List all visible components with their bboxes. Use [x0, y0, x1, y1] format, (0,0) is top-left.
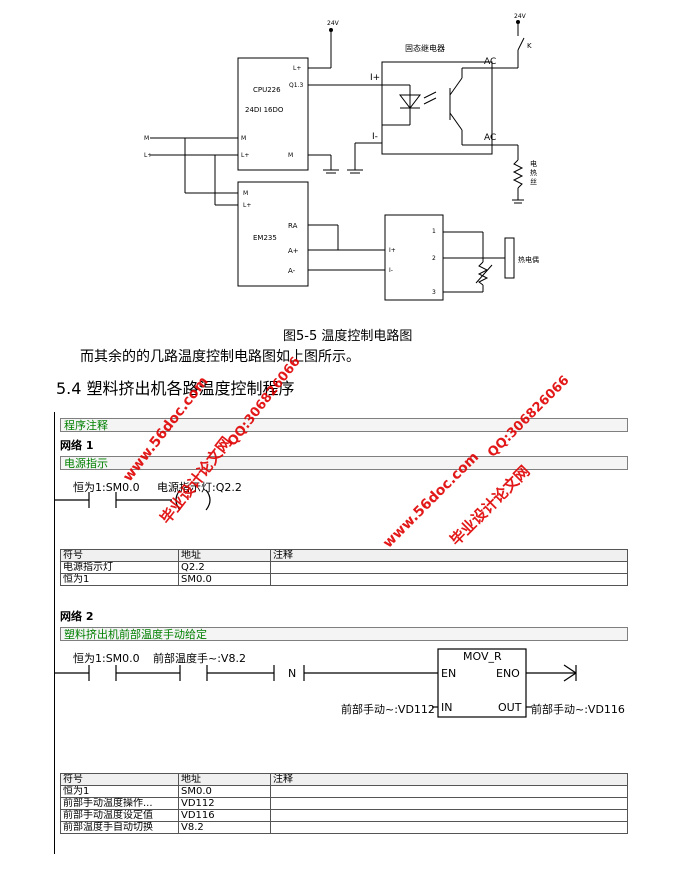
em-aplus: A+: [288, 247, 299, 255]
n1-header-symbol: 符号: [60, 549, 179, 562]
em-m: M: [243, 190, 248, 197]
table-row[interactable]: 恒为1 SM0.0: [60, 573, 628, 586]
figure-caption: 图5-5 温度控制电路图: [283, 329, 413, 344]
network2-n-label: N: [288, 667, 297, 680]
wire-m-label: M: [144, 135, 149, 142]
movr-block-name[interactable]: MOV_R: [463, 650, 502, 663]
n2-r0-comment: [270, 785, 628, 798]
n1-r0-address: Q2.2: [178, 561, 271, 574]
n2-header-address: 地址: [178, 773, 271, 786]
ssr-iminus: I-: [372, 132, 378, 142]
v24-left-label: 24V: [327, 20, 340, 27]
network2-comment[interactable]: 塑料挤出机前部温度手动给定: [60, 627, 628, 641]
n1-r1-address: SM0.0: [178, 573, 271, 586]
thermocouple-label: 热电偶: [518, 255, 539, 264]
n2-r3-address: V8.2: [178, 821, 271, 834]
em-lplus: L+: [243, 202, 251, 209]
table-row[interactable]: 前部温度手自动切换 V8.2: [60, 821, 628, 834]
n2-r0-symbol: 恒为1: [60, 785, 179, 798]
watermark-5: QQ:306826066: [485, 373, 573, 461]
cpu-q13: Q1.3: [289, 82, 303, 89]
n2-header-comment: 注释: [270, 773, 628, 786]
page-rule: [54, 412, 55, 854]
network2-contact1-label[interactable]: 恒为1:SM0.0: [73, 652, 140, 665]
movr-eno: ENO: [496, 667, 520, 680]
n2-r3-comment: [270, 821, 628, 834]
n1-r1-comment: [270, 573, 628, 586]
n2-r2-symbol: 前部手动温度设定值: [60, 809, 179, 822]
network1-contact-label[interactable]: 恒为1:SM0.0: [73, 481, 140, 494]
n1-header-address: 地址: [178, 549, 271, 562]
em-ra: RA: [288, 222, 298, 230]
temperature-control-circuit: 24V 24V K CPU226 24DI 16DO L+ Q1.3 M L+ …: [144, 13, 539, 301]
tc-iminus: I-: [389, 267, 393, 274]
n2-r1-symbol: 前部手动温度操作...: [60, 797, 179, 810]
program-comment[interactable]: 程序注释: [60, 418, 628, 432]
n1-r0-comment: [270, 561, 628, 574]
tc-pin-2: 2: [432, 255, 436, 262]
switch-k-label: K: [527, 42, 532, 50]
cpu-m-left: M: [241, 135, 246, 142]
cpu-lplus: L+: [293, 65, 301, 72]
table-row[interactable]: 前部手动温度操作... VD112: [60, 797, 628, 810]
network2-contact2-label[interactable]: 前部温度手~:V8.2: [153, 652, 246, 665]
cpu-io: 24DI 16DO: [245, 106, 284, 114]
movr-out: OUT: [498, 701, 522, 714]
v24-right-label: 24V: [514, 13, 527, 20]
network2-title: 网络 2: [60, 610, 94, 623]
cpu-title: CPU226: [253, 86, 281, 94]
watermark-3: QQ:306826066: [225, 354, 304, 450]
network1-comment[interactable]: 电源指示: [60, 456, 628, 470]
movr-in: IN: [441, 701, 453, 714]
n2-r2-address: VD116: [178, 809, 271, 822]
paragraph: 而其余的的几路温度控制电路图如上图所示。: [80, 349, 360, 365]
section-heading: 5.4 塑料挤出机各路温度控制程序: [56, 379, 295, 398]
network1-title: 网络 1: [60, 439, 94, 452]
movr-in-variable[interactable]: 前部手动~:VD112: [341, 703, 435, 716]
network2-symbol-table: 符号 地址 注释 恒为1 SM0.0 前部手动温度操作... VD112 前部手…: [60, 773, 628, 834]
tc-pin-1: 1: [432, 228, 436, 235]
heater-label: 电热丝: [530, 159, 537, 186]
network1-ladder: [54, 489, 211, 511]
movr-out-variable[interactable]: 前部手动~:VD116: [531, 703, 625, 716]
table-row[interactable]: 电源指示灯 Q2.2: [60, 561, 628, 574]
n1-header-comment: 注释: [270, 549, 628, 562]
n1-r0-symbol: 电源指示灯: [60, 561, 179, 574]
network1-coil-label[interactable]: 电源指示灯:Q2.2: [157, 481, 242, 494]
network1-symbol-table: 符号 地址 注释 电源指示灯 Q2.2 恒为1 SM0.0: [60, 549, 628, 586]
n2-r1-comment: [270, 797, 628, 810]
ssr-iplus: I+: [370, 73, 380, 83]
n2-r2-comment: [270, 809, 628, 822]
n2-r3-symbol: 前部温度手自动切换: [60, 821, 179, 834]
ssr-label: 固态继电器: [405, 43, 445, 53]
n2-r0-address: SM0.0: [178, 785, 271, 798]
em-aminus: A-: [288, 267, 296, 275]
cpu-m-right: M: [288, 152, 293, 159]
ssr-ac-bottom: AC: [484, 133, 496, 143]
ssr-ac-top: AC: [484, 57, 496, 67]
movr-en: EN: [441, 667, 457, 680]
n1-r1-symbol: 恒为1: [60, 573, 179, 586]
n2-r1-address: VD112: [178, 797, 271, 810]
wire-lplus-label: L+: [144, 152, 152, 159]
tc-iplus: I+: [389, 247, 396, 254]
tc-pin-3: 3: [432, 289, 436, 296]
table-row[interactable]: 恒为1 SM0.0: [60, 785, 628, 798]
n2-header-symbol: 符号: [60, 773, 179, 786]
em235-title: EM235: [253, 234, 277, 242]
table-row[interactable]: 前部手动温度设定值 VD116: [60, 809, 628, 822]
network2-ladder: [54, 648, 577, 718]
cpu-lplus-left: L+: [241, 152, 249, 159]
